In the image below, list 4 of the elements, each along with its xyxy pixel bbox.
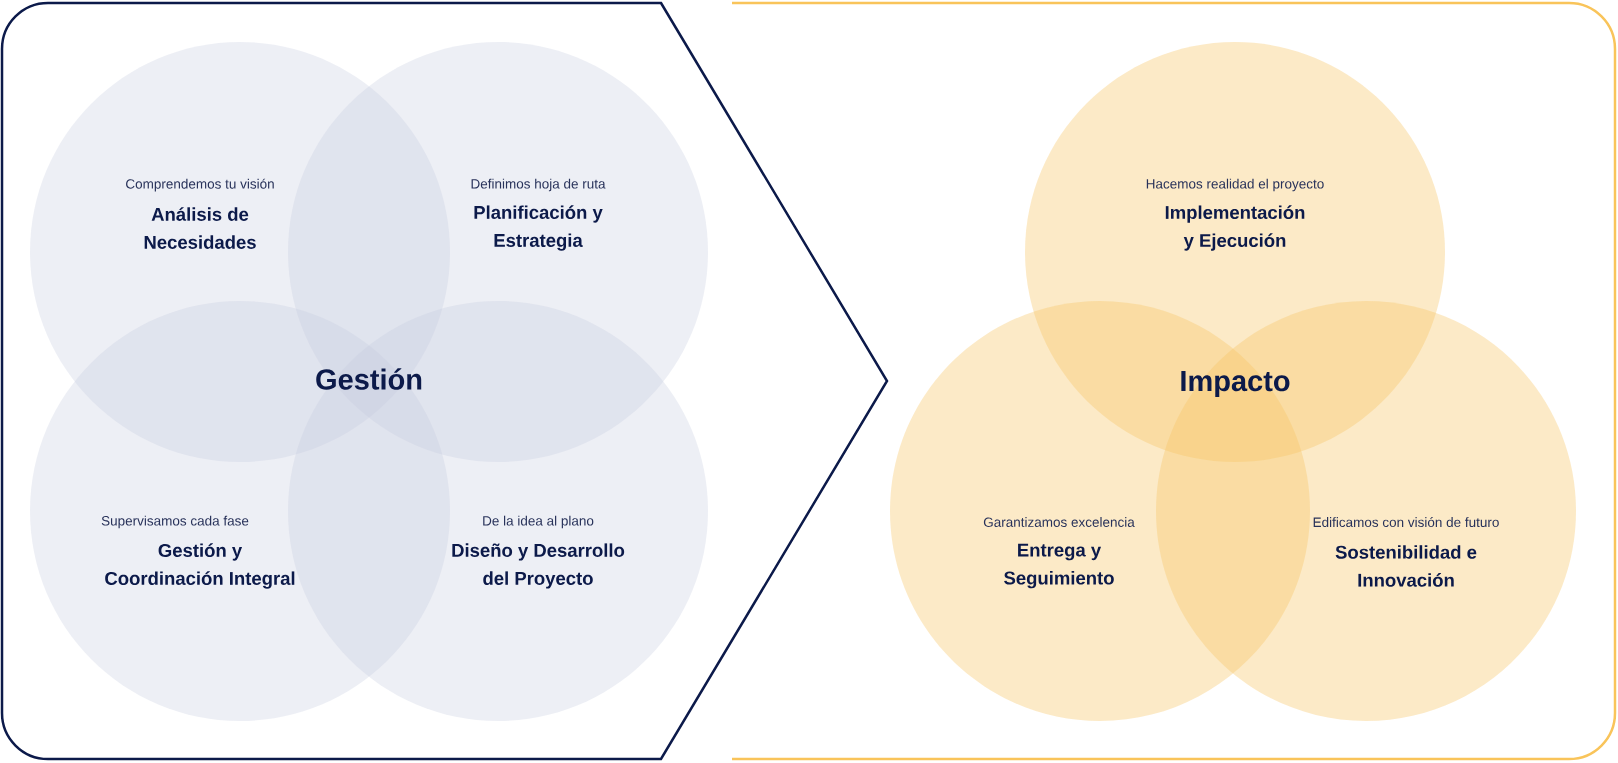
venn-center-label: Gestión [316,368,422,390]
rounded-frame [732,1,1617,761]
venn-center-label: Impacto [1181,371,1290,397]
chevron-frame [0,1,889,761]
